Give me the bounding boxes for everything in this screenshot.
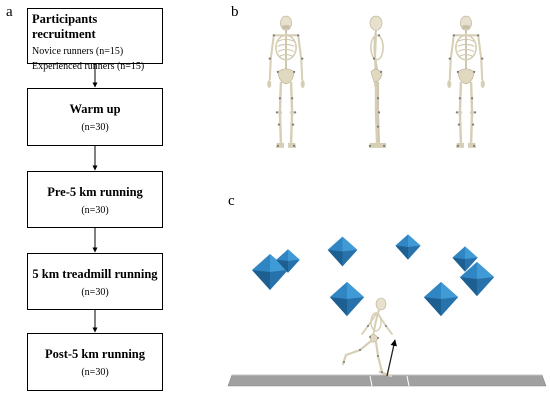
flow-box-line: (n=30) bbox=[81, 287, 109, 298]
flow-box-pre-run: Pre-5 km running (n=30) bbox=[27, 171, 163, 228]
flow-box-title: Pre-5 km running bbox=[47, 185, 143, 199]
camera-icon bbox=[395, 234, 421, 260]
flow-box-post-run: Post-5 km running (n=30) bbox=[27, 333, 163, 391]
camera-icon bbox=[329, 281, 365, 317]
camera-icon bbox=[423, 281, 459, 317]
treadmill-divider bbox=[369, 375, 373, 387]
flow-box-recruitment: Participants recruitment Novice runners … bbox=[27, 8, 163, 72]
flow-box-line: (n=30) bbox=[81, 122, 109, 133]
flow-box-treadmill: 5 km treadmill running (n=30) bbox=[27, 253, 163, 310]
flow-box-line: (n=30) bbox=[81, 205, 109, 216]
flow-box-title: 5 km treadmill running bbox=[32, 267, 158, 281]
panel-label-b: b bbox=[231, 4, 239, 20]
treadmill-belt bbox=[227, 374, 547, 387]
flow-box-line: (n=30) bbox=[81, 367, 109, 378]
flow-box-title: Post-5 km running bbox=[44, 347, 146, 361]
panel-label-c: c bbox=[228, 193, 235, 209]
flow-box-title: Participants recruitment bbox=[32, 12, 98, 41]
force-vector-arrow bbox=[386, 339, 397, 377]
flow-box-warmup: Warm up (n=30) bbox=[27, 88, 163, 146]
treadmill-divider bbox=[406, 375, 410, 387]
flow-box-line: Experienced runners (n=15) bbox=[32, 61, 145, 72]
camera-icon bbox=[327, 236, 358, 267]
skeleton-back-view bbox=[445, 14, 487, 150]
skeleton-side-view bbox=[367, 14, 388, 150]
skeleton-front-view bbox=[265, 14, 307, 150]
running-skeleton-markers bbox=[343, 325, 387, 373]
flow-box-title: Warm up bbox=[69, 102, 121, 116]
panel-label-a: a bbox=[6, 4, 13, 20]
flow-box-line: Novice runners (n=15) bbox=[32, 46, 124, 57]
